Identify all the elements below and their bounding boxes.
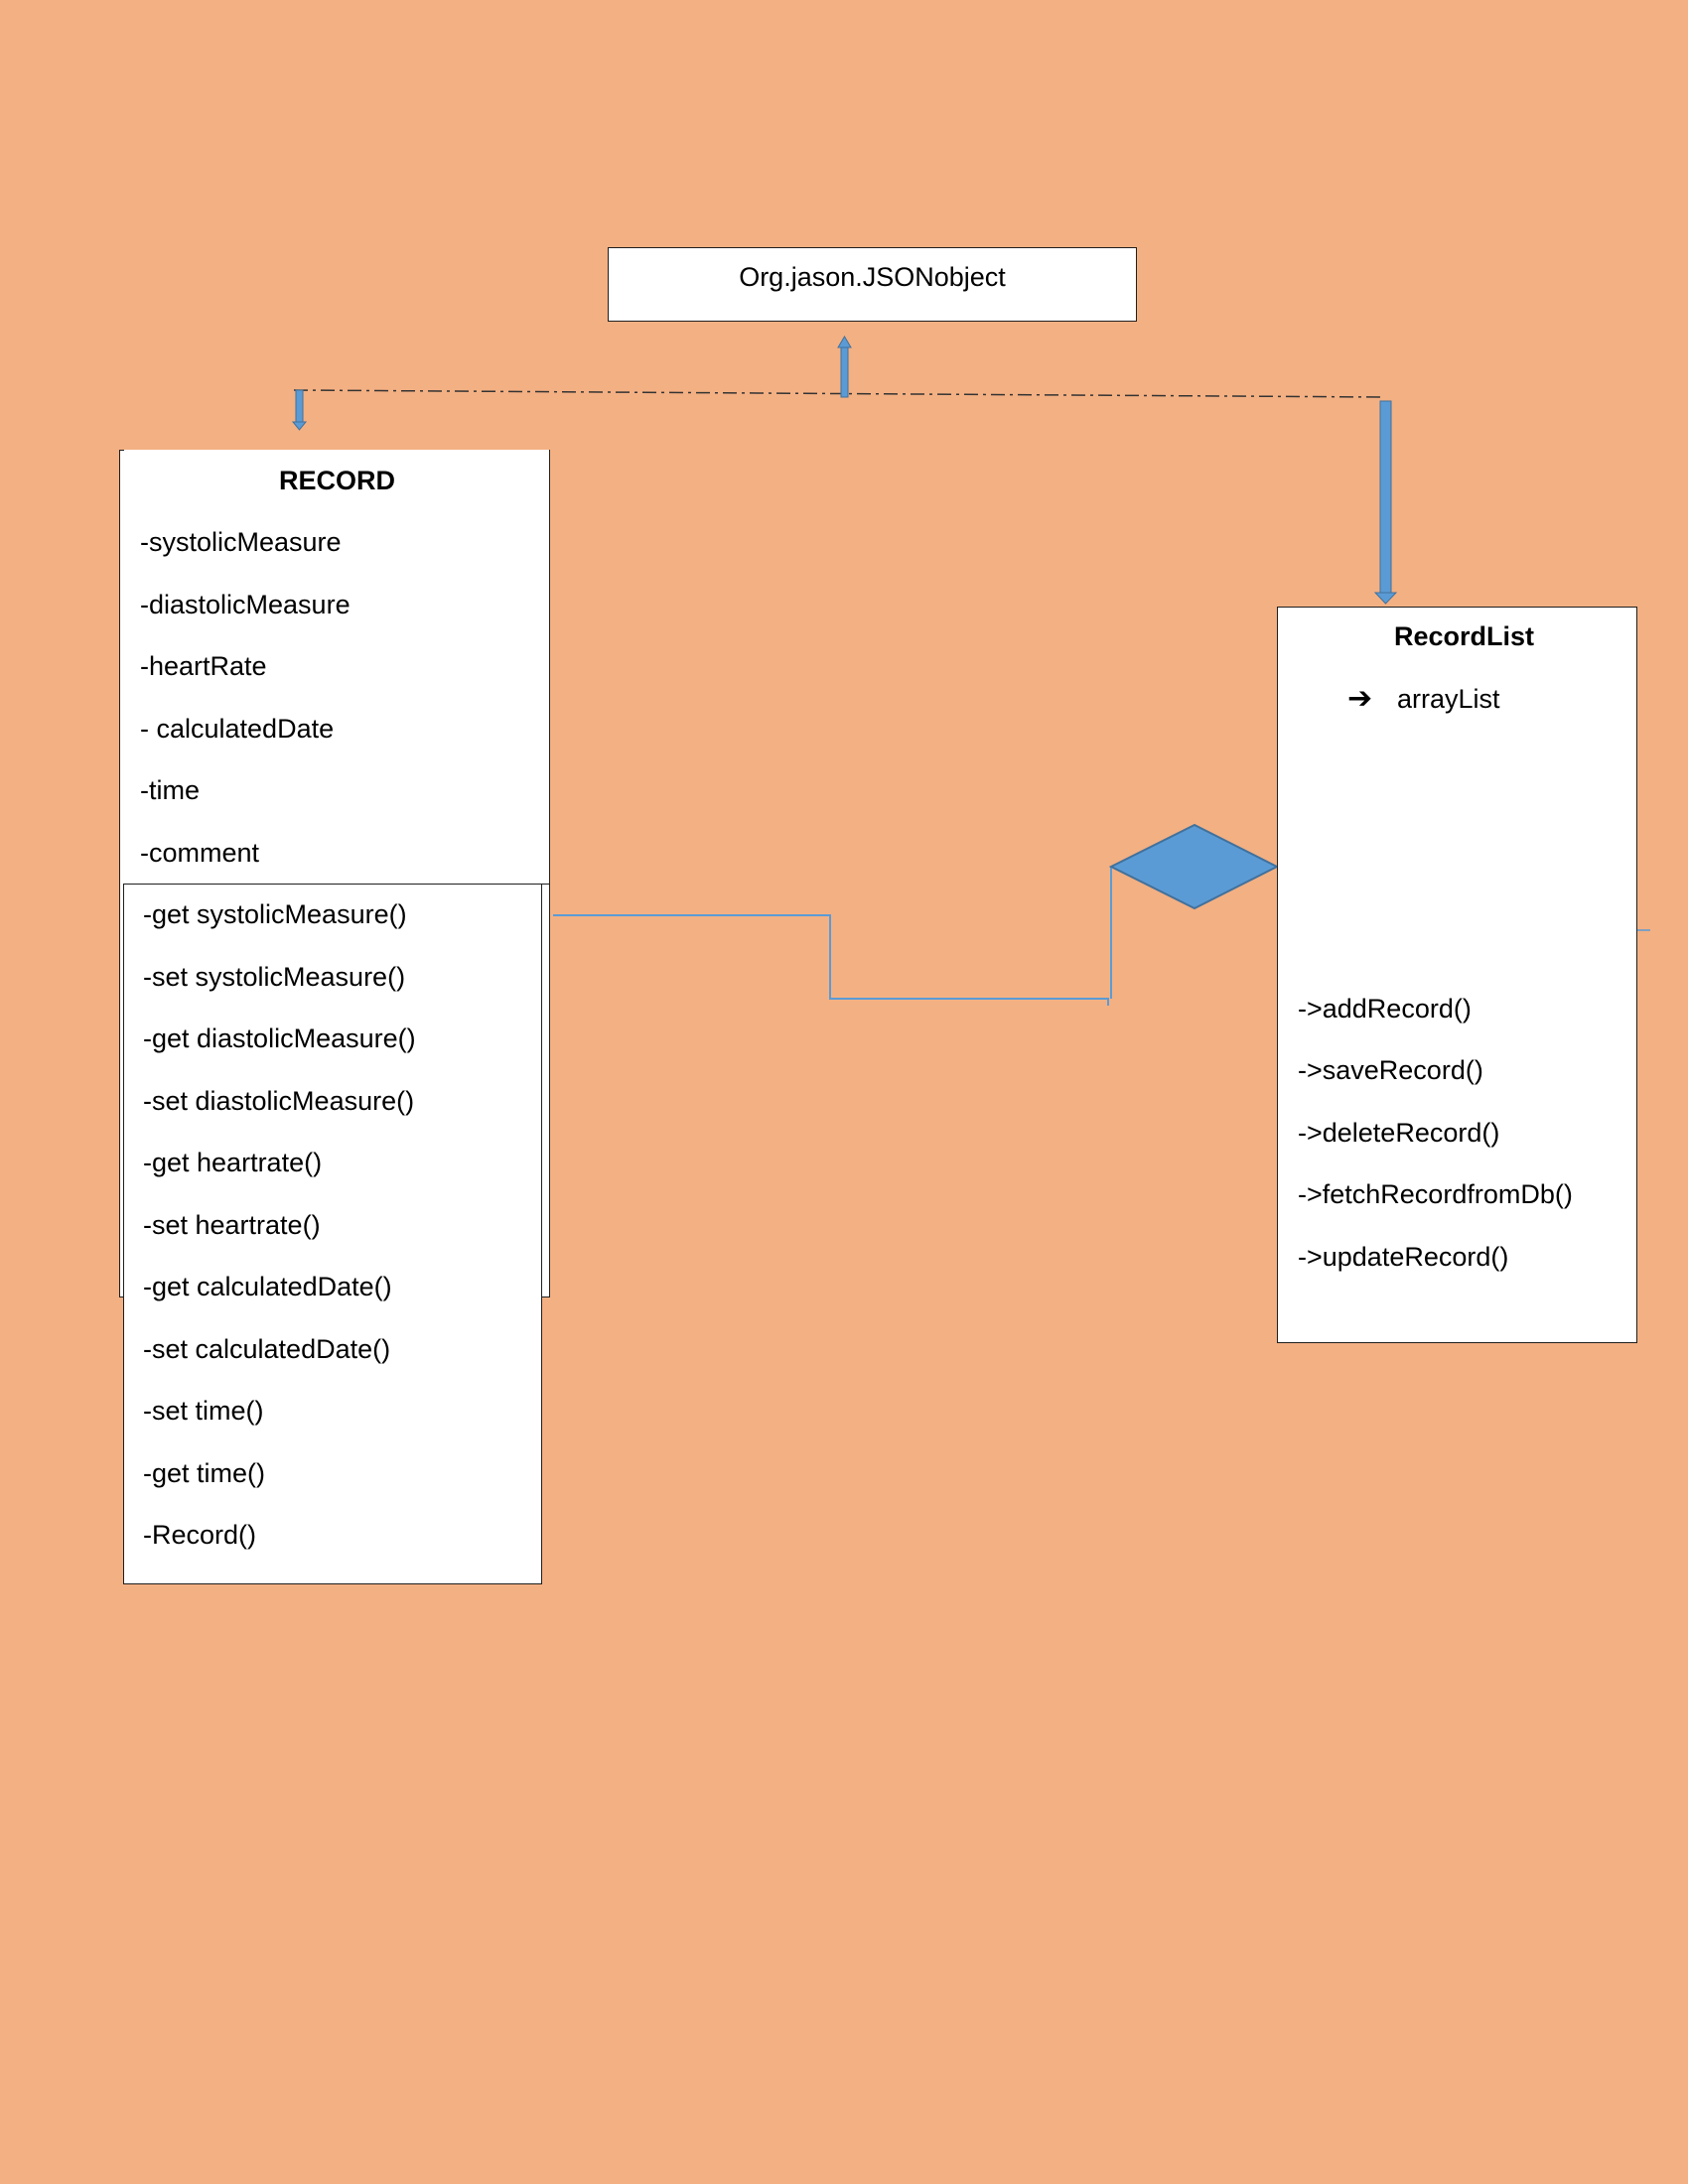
record-method: -set time() (143, 1396, 264, 1426)
record-method: -get systolicMeasure() (143, 899, 407, 929)
dependency-line (293, 389, 1383, 398)
record-attribute: -comment (140, 838, 260, 868)
recordlist-class-name: RecordList (1394, 621, 1535, 651)
record-method: -get time() (143, 1458, 266, 1488)
record-method: -get calculatedDate() (143, 1272, 392, 1301)
jsonobject-class-box: Org.jason.JSONobject (608, 247, 1137, 322)
record-methods-compartment (123, 884, 542, 1584)
arrow-down-to-recordlist (1373, 400, 1398, 605)
record-class-name: RECORD (279, 466, 396, 495)
aggregation-diamond (1108, 823, 1280, 910)
record-attribute: -time (140, 775, 200, 805)
recordlist-method: ->fetchRecordfromDb() (1298, 1179, 1573, 1209)
recordlist-method: ->deleteRecord() (1298, 1118, 1500, 1148)
recordlist-attribute: arrayList (1397, 684, 1500, 714)
record-attribute: -diastolicMeasure (140, 590, 351, 619)
record-method: -set heartrate() (143, 1210, 321, 1240)
record-attribute: - calculatedDate (140, 714, 335, 744)
right-arrow-icon: ➔ (1347, 682, 1373, 715)
record-method: -set calculatedDate() (143, 1334, 391, 1364)
recordlist-method: ->saveRecord() (1298, 1055, 1483, 1085)
recordlist-class-box (1277, 607, 1637, 1343)
record-method: -set diastolicMeasure() (143, 1086, 415, 1116)
record-method: -Record() (143, 1520, 257, 1550)
record-method: -get heartrate() (143, 1148, 323, 1177)
aggregation-line (553, 914, 1109, 1006)
record-attribute: -systolicMeasure (140, 527, 342, 557)
record-method: -get diastolicMeasure() (143, 1024, 416, 1053)
jsonobject-class-name: Org.jason.JSONobject (739, 262, 1006, 292)
arrow-up-to-jsonobject (837, 336, 852, 398)
record-attribute: -heartRate (140, 651, 267, 681)
record-method: -set systolicMeasure() (143, 962, 406, 992)
recordlist-method: ->updateRecord() (1298, 1242, 1509, 1272)
recordlist-method: ->addRecord() (1298, 994, 1472, 1024)
arrow-down-to-record (291, 389, 308, 431)
